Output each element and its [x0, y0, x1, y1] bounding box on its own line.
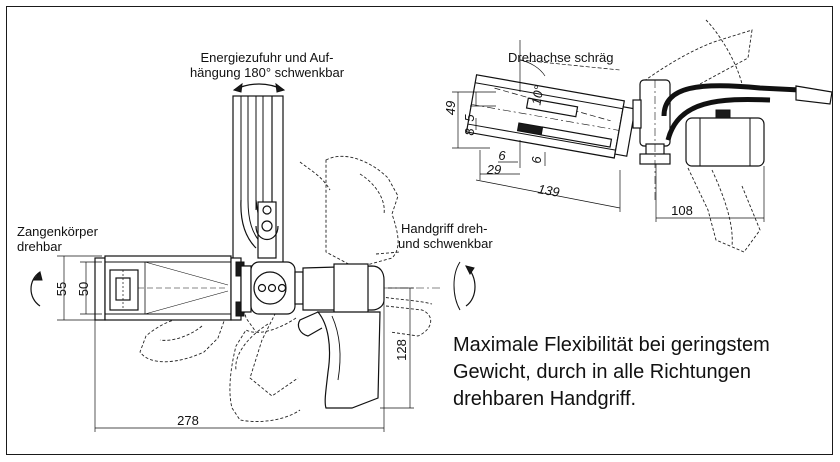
caption: Maximale Flexibilität bei geringstem Gew… — [453, 332, 770, 413]
dim-angle: 10° — [528, 84, 546, 106]
energy-supply-label: Energiezufuhr und Auf- hängung 180° schw… — [162, 50, 372, 80]
tong-body-label: Zangenkörper drehbar — [17, 224, 98, 254]
dim-49: 49 — [443, 101, 458, 115]
dimension-lines-main — [57, 255, 414, 432]
drawing-frame — [6, 6, 833, 455]
dim-29: 29 — [486, 162, 501, 177]
swivel-joint — [250, 261, 304, 315]
caption-line-3: drehbaren Handgriff. — [453, 388, 637, 410]
dim-278: 278 — [177, 413, 199, 428]
handle-label-line-2: und schwenkbar — [398, 236, 493, 251]
caption-line-1: Maximale Flexibilität bei geringstem — [453, 334, 770, 356]
body-rotate-arrow — [30, 271, 41, 307]
body-rotate-arrowhead — [33, 270, 43, 281]
dim-5: 5 — [462, 114, 477, 122]
caption-line-2: Gewicht, durch in alle Richtungen — [453, 361, 751, 383]
handle-swivel-phantoms — [139, 155, 433, 422]
energy-supply-label-line-1: Energiezufuhr und Auf- — [200, 50, 334, 65]
dim-6-horizontal: 6 — [498, 148, 506, 163]
handle-label: Handgriff dreh- und schwenkbar — [398, 221, 493, 251]
dim-108: 108 — [671, 203, 693, 218]
handle — [297, 263, 440, 409]
handle-rotate-arrow-inner — [453, 261, 461, 311]
dim-139: 139 — [537, 181, 561, 200]
energy-supply-label-line-2: hängung 180° schwenkbar — [189, 65, 345, 80]
tilted-handle — [661, 83, 833, 167]
tong-body — [94, 255, 252, 321]
tong-body-label-line-2: drehbar — [17, 239, 62, 254]
dim-8: 8 — [462, 128, 477, 136]
tilted-handle-phantoms — [639, 19, 761, 253]
dim-128: 128 — [394, 339, 409, 361]
main-tool-drawing — [30, 82, 476, 432]
tilted-axis-drawing — [452, 19, 833, 253]
handle-label-line-1: Handgriff dreh- — [401, 221, 488, 236]
tong-body-label-line-1: Zangenkörper — [17, 224, 98, 239]
handle-rotate-arrowhead — [465, 265, 475, 275]
tilted-tong-body — [465, 74, 636, 159]
swivel-arrowhead-right — [275, 82, 286, 93]
swivel-arrowhead-left — [232, 82, 243, 93]
tilted-axis-label: Drehachse schräg — [508, 50, 614, 65]
dim-55: 55 — [54, 282, 69, 296]
tilted-joint — [632, 79, 671, 200]
dimension-lines-tilted — [452, 40, 765, 222]
dim-6-vertical: 6 — [529, 156, 544, 164]
dim-50: 50 — [76, 282, 91, 296]
energy-supply-tube — [232, 95, 284, 267]
